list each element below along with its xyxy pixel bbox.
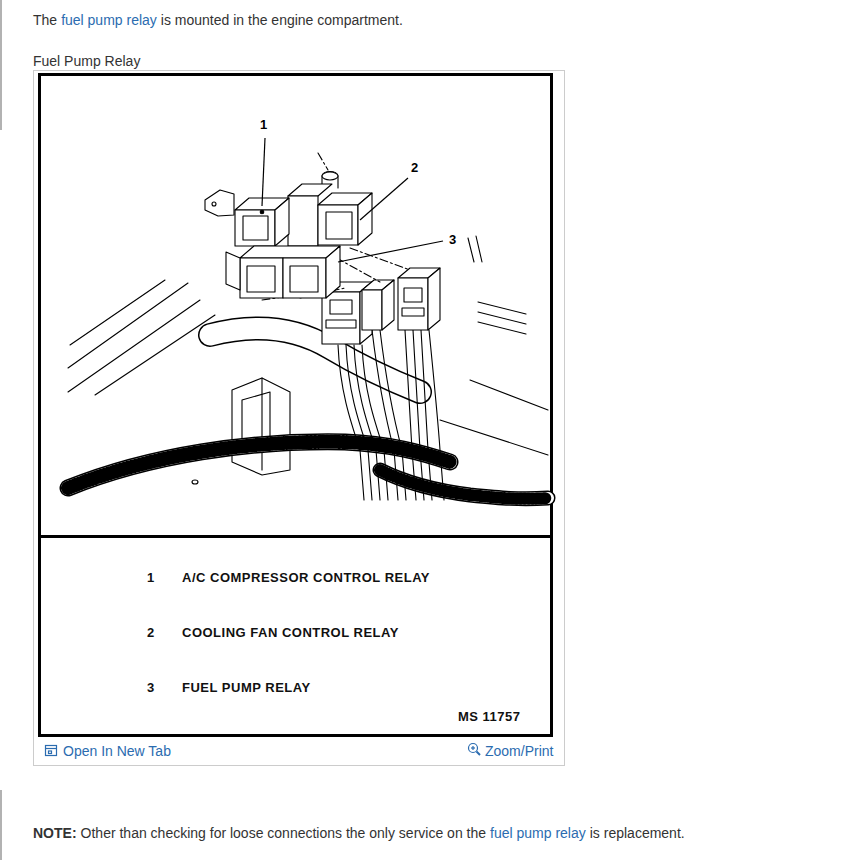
engine-bay-drawing	[68, 283, 188, 368]
text-link: fuel pump relay	[490, 825, 586, 841]
engine-bay-drawing	[210, 329, 420, 392]
engine-bay-drawing	[322, 292, 360, 344]
engine-bay-drawing	[478, 312, 526, 324]
part-name: COOLING FAN CONTROL RELAY	[182, 625, 399, 640]
engine-bay-drawing	[68, 300, 200, 392]
callout-number: 3	[449, 232, 456, 247]
body-text: is replacement.	[590, 825, 685, 841]
engine-bay-drawing	[240, 246, 340, 258]
engine-bay-drawing	[338, 345, 364, 500]
callout-number: 1	[147, 570, 155, 585]
engine-bay-drawing	[380, 330, 406, 500]
engine-bay-drawing	[476, 236, 482, 262]
engine-bay-drawing	[240, 258, 283, 298]
engine-bay-drawing	[362, 290, 382, 330]
engine-bay-drawing	[288, 184, 332, 196]
engine-bay-drawing	[212, 202, 216, 206]
leader-line	[262, 138, 443, 262]
engine-bay-drawing	[235, 210, 275, 246]
engine-bay-drawing	[283, 258, 326, 298]
engine-bay-drawing	[478, 302, 526, 314]
page-rule	[0, 790, 2, 860]
engine-bay-drawing	[70, 280, 165, 345]
engine-bay-drawing	[404, 288, 422, 302]
engine-bay-drawing	[382, 280, 394, 330]
engine-bay-drawing	[326, 246, 340, 298]
figure-code: MS 11757	[458, 709, 521, 724]
engine-bay-drawing	[192, 480, 198, 484]
engine-bay-drawing	[288, 196, 318, 246]
engine-bay-drawing	[243, 216, 268, 240]
engine-bay-drawing	[478, 322, 526, 334]
leader-line	[262, 138, 265, 206]
engine-bay-drawing	[470, 380, 548, 410]
callout-number: 3	[147, 680, 155, 695]
body-text: The	[33, 12, 57, 28]
engine-bay-drawing	[226, 252, 240, 290]
zoom-icon	[469, 744, 478, 753]
engine-bay-drawing	[362, 345, 388, 500]
page-rule	[0, 0, 2, 860]
body-text: is mounted in the engine compartment.	[161, 12, 403, 28]
open-tab-icon	[46, 746, 57, 756]
drawing-frame	[40, 75, 552, 538]
engine-bay-drawing	[262, 153, 410, 300]
engine-bay-drawing	[398, 278, 428, 330]
engine-bay-drawing	[354, 345, 380, 500]
open-link: Open In New Tab	[63, 743, 171, 759]
engine-bay-drawing	[95, 315, 215, 395]
text-line: NOTE:Other than checking for loose conne…	[33, 825, 689, 841]
zoom-icon	[477, 752, 481, 756]
engine-bay-drawing	[205, 190, 234, 216]
page-rule	[0, 0, 2, 130]
body-text: Other than checking for loose connection…	[81, 825, 486, 841]
note-label: NOTE:	[33, 825, 77, 841]
text-line: Thefuel pump relayis mounted in the engi…	[33, 12, 407, 28]
engine-bay-drawing	[440, 420, 548, 455]
engine-bay-drawing	[358, 193, 372, 245]
figure-frame	[34, 71, 565, 766]
engine-bay-drawing	[322, 172, 338, 180]
engine-bay-drawing	[290, 266, 318, 292]
engine-bay-drawing	[326, 212, 352, 239]
engine-bay-drawing	[421, 330, 432, 500]
zoom-icon	[472, 746, 473, 750]
engine-bay-drawing	[468, 238, 474, 262]
figure-title: Fuel Pump Relay	[33, 53, 140, 69]
text-link: fuel pump relay	[61, 12, 157, 28]
engine-bay-drawing	[326, 320, 356, 328]
part-name: A/C COMPRESSOR CONTROL RELAY	[182, 570, 430, 585]
callout-number: 2	[411, 160, 418, 175]
engine-bay-drawing	[232, 378, 290, 475]
callout-number: 2	[147, 625, 155, 640]
leader-line	[338, 241, 443, 262]
engine-bay-drawing	[260, 210, 264, 214]
engine-bay-drawing	[428, 268, 440, 330]
open-tab-icon	[49, 751, 52, 754]
leader-line	[360, 178, 408, 220]
engine-bay-drawing	[247, 266, 275, 292]
callout-number: 1	[260, 117, 267, 132]
engine-bay-drawing	[402, 308, 424, 316]
engine-bay-drawing	[330, 300, 352, 314]
engine-bay-drawing	[429, 330, 444, 500]
legend-panel: 1 A/C COMPRESSOR CONTROL RELAY 2 COOLING FA…	[38, 535, 553, 737]
engine-bay-drawing	[318, 153, 328, 170]
engine-bay-drawing	[346, 345, 372, 500]
zoom-link: Zoom/Print	[485, 743, 553, 759]
engine-bay-drawing	[68, 153, 548, 500]
engine-bay-drawing	[210, 329, 420, 392]
engine-bay-drawing	[350, 248, 410, 270]
open-tab-icon	[46, 748, 57, 749]
engine-bay-drawing	[318, 205, 358, 245]
engine-bay-drawing	[261, 378, 262, 470]
engine-bay-drawing	[275, 198, 289, 246]
part-name: FUEL PUMP RELAY	[182, 680, 311, 695]
